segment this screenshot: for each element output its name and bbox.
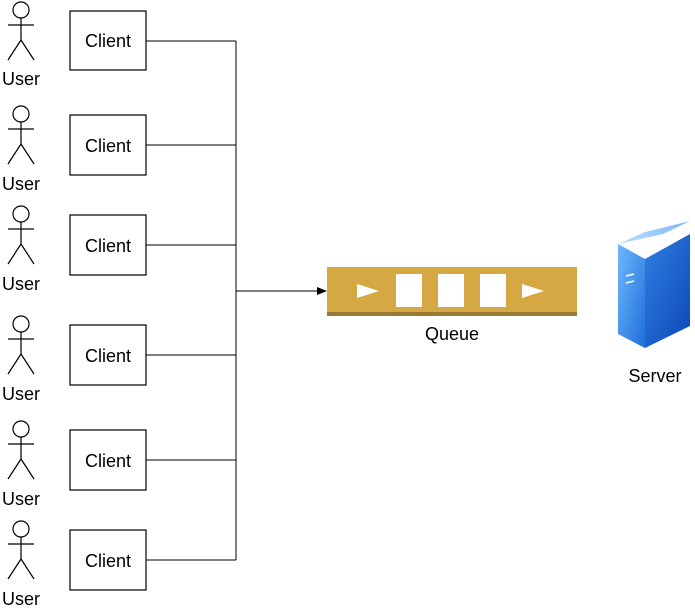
server-icon xyxy=(618,221,690,348)
client-label: Client xyxy=(85,451,131,471)
client-node: Client xyxy=(69,114,147,176)
user-icon xyxy=(7,520,35,580)
user-label: User xyxy=(2,384,40,404)
client-node: Client xyxy=(69,429,147,491)
user-icon xyxy=(7,1,35,61)
queue-node: Queue xyxy=(327,267,577,344)
client-label: Client xyxy=(85,31,131,51)
client-node: Client xyxy=(69,10,147,71)
user-label: User xyxy=(2,69,40,89)
user-actor: User xyxy=(2,105,40,194)
user-actor: User xyxy=(2,420,40,509)
client-node: Client xyxy=(69,529,147,591)
user-icon xyxy=(7,420,35,480)
user-label: User xyxy=(2,489,40,509)
client-label: Client xyxy=(85,236,131,256)
client-node: Client xyxy=(69,214,147,276)
client-connectors xyxy=(146,40,237,561)
user-icon xyxy=(7,315,35,375)
user-icon xyxy=(7,105,35,165)
user-label: User xyxy=(2,589,40,609)
user-icon xyxy=(7,205,35,265)
queue-label: Queue xyxy=(425,324,479,344)
server-label: Server xyxy=(628,366,681,386)
client-label: Client xyxy=(85,136,131,156)
server-node: Server xyxy=(618,221,690,386)
user-actor: User xyxy=(2,1,40,89)
client-node: Client xyxy=(69,324,147,386)
client-label: Client xyxy=(85,346,131,366)
user-actor: User xyxy=(2,315,40,404)
user-actor: User xyxy=(2,205,40,294)
user-label: User xyxy=(2,274,40,294)
queue-icon xyxy=(327,267,577,316)
client-label: Client xyxy=(85,551,131,571)
user-actor: User xyxy=(2,520,40,609)
user-label: User xyxy=(2,174,40,194)
